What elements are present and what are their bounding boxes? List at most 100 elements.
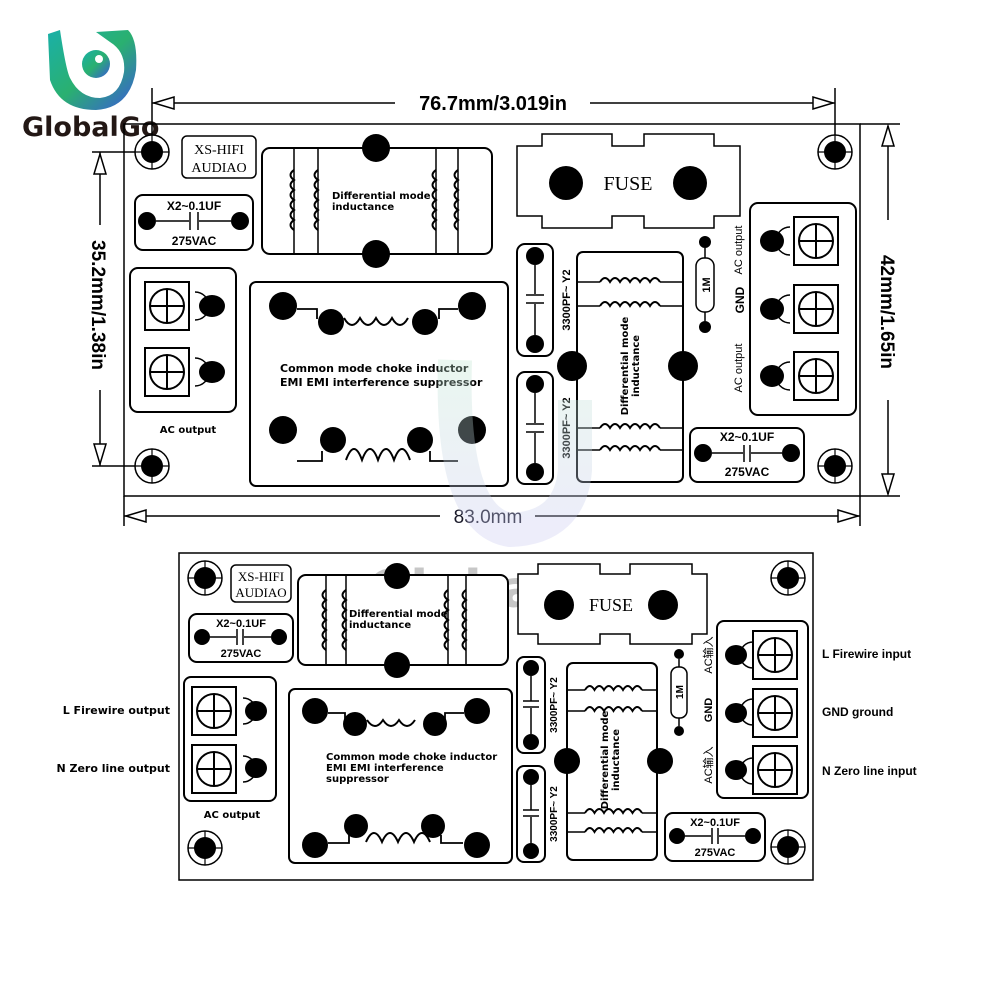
- fuse-holder: FUSE: [516, 133, 741, 229]
- fuse-holder: FUSE: [517, 563, 708, 645]
- diff-mode-label-2: inductance: [332, 202, 394, 213]
- arrow-down-icon: [880, 473, 896, 497]
- x2-capacitor: X2~0.1UF 275VAC: [188, 613, 294, 663]
- differential-mode-inductor-vertical: Differential mode inductance: [557, 251, 698, 483]
- resistor-1m: 1M: [670, 649, 688, 736]
- diff-mode-label: Differential mode: [620, 317, 631, 416]
- resistor-label: 1M: [701, 277, 713, 292]
- dim-height-right-label: 42mm/1.65in: [876, 255, 897, 369]
- terminal-label-ac: AC output: [733, 344, 745, 393]
- board-outline: [123, 123, 861, 497]
- mount-hole-icon: [187, 560, 223, 596]
- cap-y2-label: 3300PF~ Y2: [549, 786, 560, 842]
- terminal-label-ac-in: AC输入: [701, 746, 715, 783]
- callout-n-zero-output: N Zero line output: [56, 762, 170, 775]
- left-terminal-caption: AC output: [160, 425, 217, 436]
- callout-l-firewire-output: L Firewire output: [63, 704, 170, 717]
- terminal-label-gnd: GND: [733, 286, 747, 313]
- left-terminal-caption: AC output: [204, 810, 261, 821]
- differential-mode-inductor: Differential mode inductance: [297, 563, 509, 678]
- screw-terminal-icon: [793, 216, 839, 266]
- bottom-board: XS-HIFI AUDIAO X2~0.1UF 275VAC Different…: [56, 552, 917, 881]
- diff-mode-label: Differential mode: [332, 191, 431, 202]
- screw-terminal-icon: [191, 686, 237, 736]
- mount-hole-icon: [134, 134, 170, 170]
- cap-x2-voltage: 275VAC: [725, 465, 770, 479]
- resistor-label: 1M: [675, 685, 686, 699]
- common-mode-label-2: EMI EMI interference suppressor: [280, 376, 483, 389]
- screw-terminal-icon: [793, 351, 839, 401]
- brand-line-2: AUDIAO: [235, 585, 286, 600]
- logo-text: GlobalGo: [22, 112, 159, 143]
- diff-mode-label: Differential mode: [600, 711, 611, 810]
- dim-width-top-label: 76.7mm/3.019in: [419, 93, 567, 115]
- screw-terminal-icon: [793, 284, 839, 334]
- common-mode-label: Common mode choke inductor: [280, 362, 469, 375]
- x2-capacitor: X2~0.1UF 275VAC: [664, 812, 766, 862]
- logo-mark-icon: [48, 30, 137, 110]
- cap-x2-voltage: 275VAC: [172, 234, 217, 248]
- cap-y2-label: 3300PF~ Y2: [561, 269, 573, 330]
- dim-height-left-label: 35.2mm/1.38in: [87, 240, 108, 370]
- terminal-label-ac: AC output: [733, 226, 745, 275]
- arrow-up-icon: [92, 151, 108, 175]
- common-mode-choke: Common mode choke inductor EMI EMI inter…: [288, 688, 513, 864]
- callout-l-firewire-input: L Firewire input: [822, 647, 911, 661]
- brand-box: [230, 564, 292, 603]
- cap-x2-value: X2~0.1UF: [216, 618, 266, 630]
- screw-terminal-icon: [752, 688, 798, 738]
- mount-hole-icon: [134, 448, 170, 484]
- cap-x2-value: X2~0.1UF: [167, 199, 221, 213]
- left-terminal-block: AC output: [183, 676, 277, 821]
- cap-x2-voltage: 275VAC: [221, 648, 262, 660]
- arrow-right-icon: [837, 508, 861, 524]
- differential-mode-inductor: Differential mode inductance: [261, 134, 493, 268]
- callout-n-zero-input: N Zero line input: [822, 764, 917, 778]
- cap-x2-voltage: 275VAC: [695, 847, 736, 859]
- screw-terminal-icon: [752, 745, 798, 795]
- y2-capacitor: 3300PF~ Y2: [516, 656, 560, 754]
- mount-hole-icon: [817, 134, 853, 170]
- board-outline: [178, 552, 814, 881]
- y2-capacitor: 3300PF~ Y2: [516, 243, 573, 357]
- arrow-right-icon: [812, 95, 836, 111]
- mount-hole-icon: [770, 829, 806, 865]
- differential-mode-inductor-vertical: Differential mode inductance: [554, 662, 673, 861]
- cap-x2-value: X2~0.1UF: [720, 430, 774, 444]
- screw-terminal-icon: [752, 630, 798, 680]
- brand-line-1: XS-HIFI: [194, 143, 244, 158]
- brand-box: [181, 135, 257, 179]
- logo-inner-icon: [82, 50, 110, 78]
- common-mode-label-2: EMI EMI interference: [326, 763, 444, 774]
- cap-y2-label: 3300PF~ Y2: [549, 677, 560, 733]
- terminal-label-ac-in: AC输入: [701, 636, 715, 673]
- arrow-up-icon: [880, 123, 896, 147]
- callout-gnd-ground: GND ground: [822, 705, 893, 719]
- screw-terminal-icon: [191, 744, 237, 794]
- fuse-label: FUSE: [589, 595, 633, 615]
- mount-hole-icon: [187, 830, 223, 866]
- arrow-left-icon: [123, 508, 147, 524]
- mount-hole-icon: [817, 448, 853, 484]
- diff-mode-label-2: inductance: [349, 620, 411, 631]
- x2-capacitor: X2~0.1UF 275VAC: [689, 427, 805, 483]
- globalgo-logo: [48, 30, 137, 110]
- y2-capacitor: 3300PF~ Y2: [516, 765, 560, 863]
- mount-hole-icon: [770, 560, 806, 596]
- common-mode-label: Common mode choke inductor: [326, 752, 497, 763]
- diff-mode-label-2: inductance: [631, 335, 642, 397]
- x2-capacitor: X2~0.1UF 275VAC: [134, 194, 254, 251]
- screw-terminal-icon: [144, 347, 190, 397]
- arrow-left-icon: [151, 95, 175, 111]
- fuse-label: FUSE: [604, 173, 653, 195]
- left-terminal-block: AC output: [129, 267, 237, 436]
- diff-mode-label-2: inductance: [611, 729, 622, 791]
- common-mode-label-3: suppressor: [326, 774, 389, 785]
- right-terminal-block: [749, 202, 857, 416]
- right-terminal-block: [716, 620, 809, 799]
- resistor-1m: 1M: [695, 236, 715, 333]
- brand-line-2: AUDIAO: [191, 161, 246, 176]
- top-board: 76.7mm/3.019in 83.0mm 35.2mm/1.38in 42mm…: [87, 88, 900, 528]
- brand-line-1: XS-HIFI: [238, 569, 284, 584]
